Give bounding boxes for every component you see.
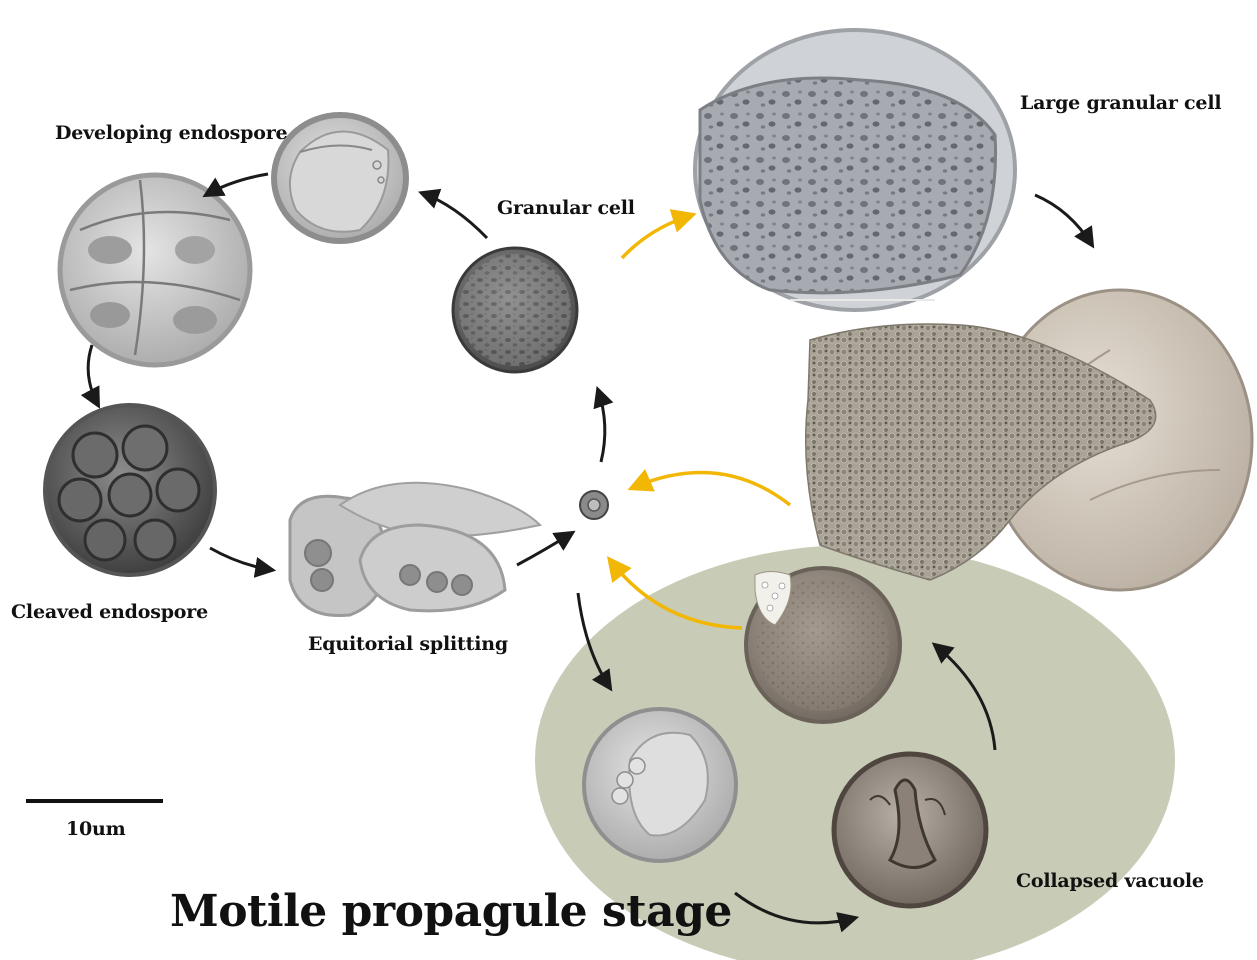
label-motile-propagule-stage: Motile propagule stage — [170, 886, 732, 937]
label-cleaved-endospore: Cleaved endospore — [11, 601, 208, 623]
vacuolated-cell — [584, 709, 736, 861]
arrow-splitting-to-propagule — [517, 533, 572, 565]
scale-bar-label: 10um — [66, 818, 126, 840]
label-large-granular-cell: Large granular cell — [1020, 92, 1221, 114]
label-collapsed-vacuole: Collapsed vacuole — [1016, 870, 1204, 892]
label-equitorial-splitting: Equitorial splitting — [308, 633, 508, 655]
yellow-arrow-ruptured-to-propagule — [632, 472, 790, 505]
arrow-cleaving-to-cleaved — [88, 345, 98, 405]
ruptured-cell — [806, 290, 1252, 590]
arrow-developing-to-cleaving — [206, 174, 268, 195]
arrow-propagule-to-granular — [598, 390, 605, 462]
brown-granular-cell — [746, 568, 900, 722]
label-developing-endospore: Developing endospore — [55, 122, 287, 144]
cleaved-endospore-cell — [45, 405, 215, 575]
large-granular-cell — [695, 30, 1015, 310]
arrow-cleaved-to-splitting — [210, 548, 272, 570]
equitorial-splitting-cell — [290, 483, 540, 616]
arrow-granular-to-developing — [422, 193, 487, 238]
arrow-large-to-ruptured — [1035, 195, 1092, 245]
yellow-arrow-granular-to-large — [622, 215, 692, 258]
cleaving-cell — [60, 175, 250, 365]
granular-cell — [453, 248, 577, 372]
small-propagule-cell — [580, 491, 608, 519]
developing-endospore-cell — [274, 115, 406, 241]
label-granular-cell: Granular cell — [497, 197, 635, 219]
collapsed-vacuole-cell — [834, 754, 986, 906]
